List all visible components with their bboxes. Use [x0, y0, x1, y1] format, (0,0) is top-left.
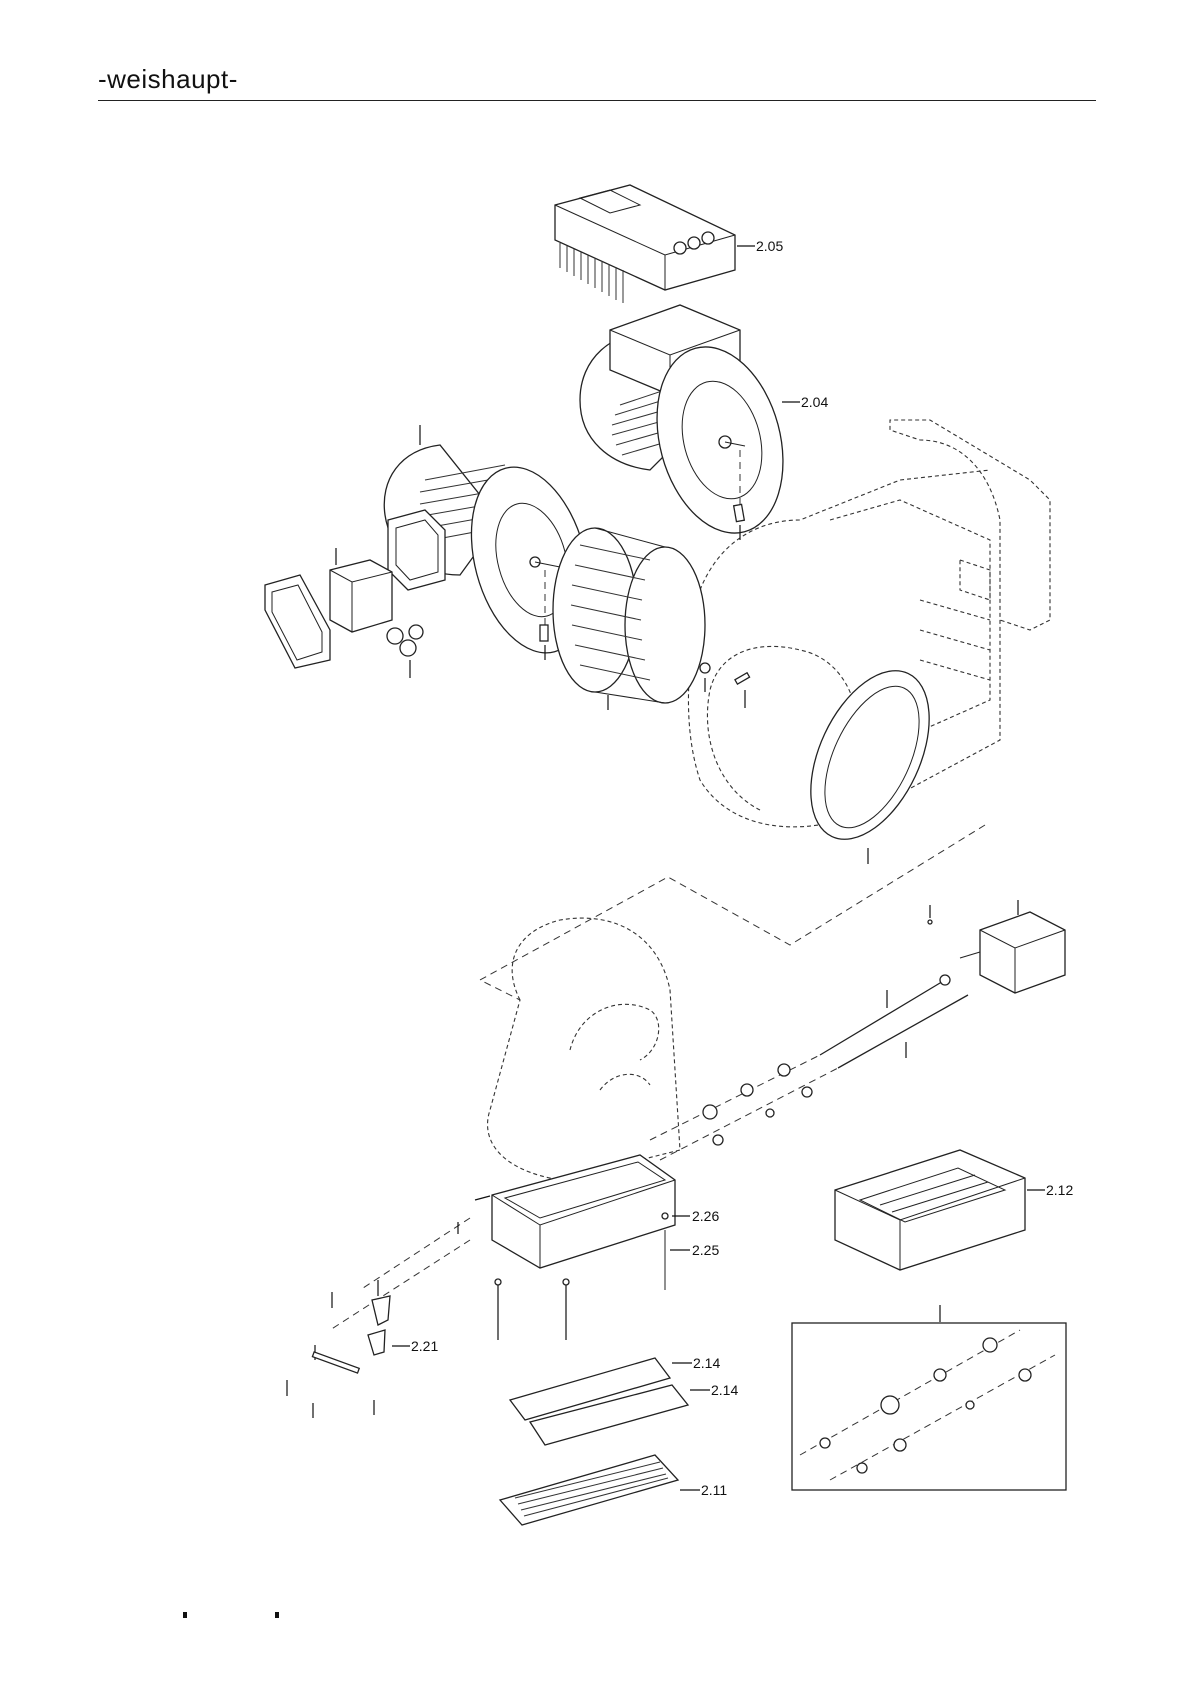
callout-2-26: 2.26: [692, 1208, 719, 1224]
callout-2-14-a: 2.14: [693, 1355, 720, 1371]
callout-2-25: 2.25: [692, 1242, 719, 1258]
callout-2-12: 2.12: [1046, 1182, 1073, 1198]
damper-plates: [510, 1358, 710, 1445]
callout-2-04: 2.04: [801, 394, 828, 410]
air-damper-housing-ghost: [488, 918, 680, 1180]
callout-2-11: 2.11: [701, 1482, 727, 1498]
parts-kit-box: [792, 1305, 1066, 1490]
footer-mark: [183, 1612, 187, 1618]
air-inlet-ring: [787, 652, 954, 864]
callout-2-05: 2.05: [756, 238, 783, 254]
fan-motor-upper: [580, 305, 803, 547]
damper-levers: [287, 1222, 458, 1418]
callout-2-21: 2.21: [411, 1338, 438, 1354]
damper-tray: [835, 1150, 1045, 1270]
callout-2-14-b: 2.14: [711, 1382, 738, 1398]
damper-body: [475, 1155, 690, 1290]
fan-wheel: [553, 528, 750, 710]
damper-shafts: [650, 975, 968, 1160]
air-intake-grille: [500, 1455, 700, 1525]
shaft-bushings: [703, 1064, 812, 1145]
footer-mark: [275, 1612, 279, 1618]
junction-cover: [265, 575, 330, 668]
contactor: [330, 548, 392, 632]
cable-glands: [387, 625, 423, 678]
frequency-inverter: [555, 185, 755, 303]
